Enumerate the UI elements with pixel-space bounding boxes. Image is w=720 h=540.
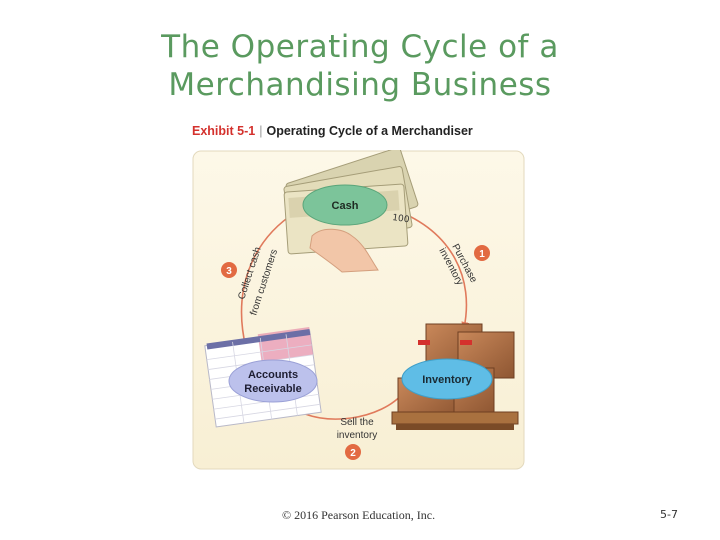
exhibit-header: Exhibit 5-1 | Operating Cycle of a Merchan… [192,124,473,138]
step-2-label-1: Sell the [340,417,374,428]
footer-copyright: © 2016 Pearson Education, Inc. [282,508,435,523]
exhibit-title: Operating Cycle of a Merchandiser [266,124,472,138]
step-3-number: 3 [226,266,232,277]
operating-cycle-diagram: 100 [192,150,525,470]
inventory-node: Inventory [402,359,492,399]
step-2-label-2: inventory [337,430,378,441]
cash-node-label: Cash [332,200,359,212]
footer-page-number: 5-7 [660,508,678,521]
exhibit-label: Exhibit 5-1 [192,124,255,138]
cash-node: Cash [303,185,387,225]
exhibit-divider: | [259,124,262,138]
step-1-number: 1 [479,249,485,260]
inventory-node-label: Inventory [422,374,472,386]
step-2-number: 2 [350,448,356,459]
receivable-node-label-2: Receivable [244,383,301,395]
slide-title-line-2: Merchandising Business [0,66,720,104]
slide-title: The Operating Cycle of a Merchandising B… [0,28,720,104]
accounts-receivable-node: Accounts Receivable [229,360,317,402]
slide-title-line-1: The Operating Cycle of a [0,28,720,66]
receivable-node-label-1: Accounts [248,369,298,381]
